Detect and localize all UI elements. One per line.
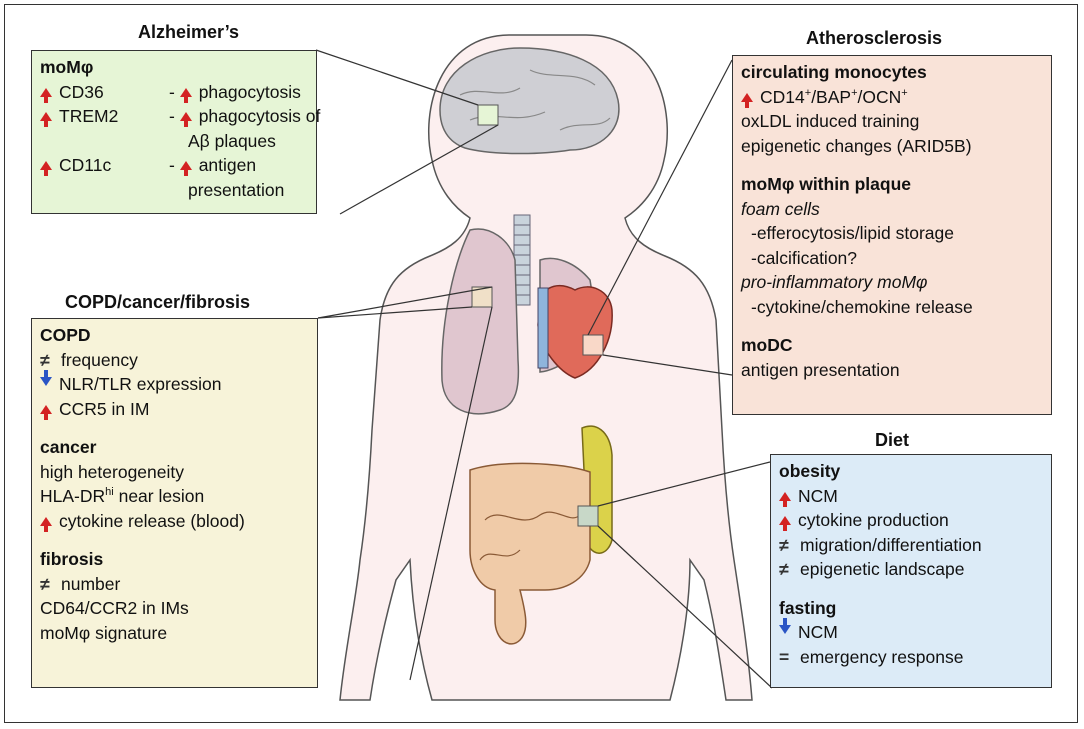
alzheimers-title: Alzheimer’s [138,22,240,42]
fib-row-1: ≠number [40,572,309,597]
ob-row-1: NCM [779,484,1043,509]
alz-row-3: Aβ plaques [188,130,276,151]
alzheimers-header: moMφ [40,57,94,77]
up-arrow-icon [40,516,52,532]
up-arrow-icon [779,491,791,507]
cancer-row-3: cytokine release (blood) [40,509,309,534]
not-equal-icon: ≠ [779,534,789,555]
copd-row-2: NLR/TLR expression [40,370,309,397]
cytokine-release-line: -cytokine/chemokine release [751,296,973,317]
down-arrow-icon [779,618,791,634]
diet-box: obesity NCM cytokine production ≠migrati… [770,454,1052,688]
atherosclerosis-box: circulating monocytes CD14+/BAP+/OCN+ ox… [732,55,1052,415]
modc-header: moDC [741,335,793,355]
proinflammatory-label: pro-inflammatory moMφ [741,272,928,292]
cancer-header: cancer [40,437,97,457]
obesity-header: obesity [779,461,841,481]
diet-title: Diet [875,430,910,450]
brain-icon [439,47,620,155]
copd-header: COPD [40,325,91,345]
up-arrow-icon [179,87,192,103]
epigenetic-line: epigenetic changes (ARID5B) [741,135,972,156]
fasting-header: fasting [779,597,837,618]
cancer-row-1: high heterogeneity [40,461,184,482]
lung-icon [441,228,520,415]
calcification-line: -calcification? [751,247,858,268]
ob-row-4: ≠epigenetic landscape [779,557,1043,582]
not-equal-icon: ≠ [40,349,50,370]
intestine-icon [469,462,591,645]
copd-row-1: ≠frequency [40,348,309,373]
plaque-header: moMφ within plaque [741,174,912,194]
up-arrow-icon [741,92,753,108]
not-equal-icon: ≠ [779,559,789,579]
alz-row-2: TREM2- phagocytosis of [40,104,320,129]
foam-cells-label: foam cells [741,198,820,219]
fa-row-2: =emergency response [779,645,1043,670]
up-arrow-icon [179,112,192,127]
not-equal-icon: ≠ [40,573,50,594]
figure-frame [4,4,1078,723]
fib-row-3: moMφ signature [40,622,168,643]
copd-title: COPD/cancer/fibrosis [65,292,251,312]
efferocytosis-line: -efferocytosis/lipid storage [751,223,954,243]
cancer-row-2: HLA-DRhi near lesion [40,486,205,506]
oxldl-line: oxLDL induced training [741,111,920,131]
alz-row-5: presentation [188,179,285,200]
fib-row-2: CD64/CCR2 in IMs [40,598,189,618]
alz-row-1: CD36- phagocytosis [40,80,308,105]
up-arrow-icon [40,404,52,420]
antigen-presentation-line: antigen presentation [741,359,900,380]
equal-icon: = [779,646,790,667]
down-arrow-icon [40,370,52,386]
fa-row-1: NCM [779,618,1043,645]
copd-row-3: CCR5 in IM [40,397,309,422]
alz-row-4: CD11c- antigen [40,153,308,178]
alzheimers-box: moMφ CD36- phagocytosis TREM2- phagocyto… [31,50,320,214]
up-arrow-icon [779,516,791,531]
copd-box: COPD ≠frequency NLR/TLR expression CCR5 … [31,318,318,688]
circulating-monocytes-header: circulating monocytes [741,62,927,82]
up-arrow-icon [40,112,52,127]
circ-marker-row: CD14+/BAP+/OCN+ [741,85,1043,110]
up-arrow-icon [179,161,192,176]
up-arrow-icon [40,87,52,103]
fibrosis-header: fibrosis [40,549,104,569]
up-arrow-icon [40,161,52,176]
atherosclerosis-title: Atherosclerosis [806,28,943,48]
ob-row-2: cytokine production [779,508,1043,533]
ob-row-3: ≠migration/differentiation [779,533,1043,558]
